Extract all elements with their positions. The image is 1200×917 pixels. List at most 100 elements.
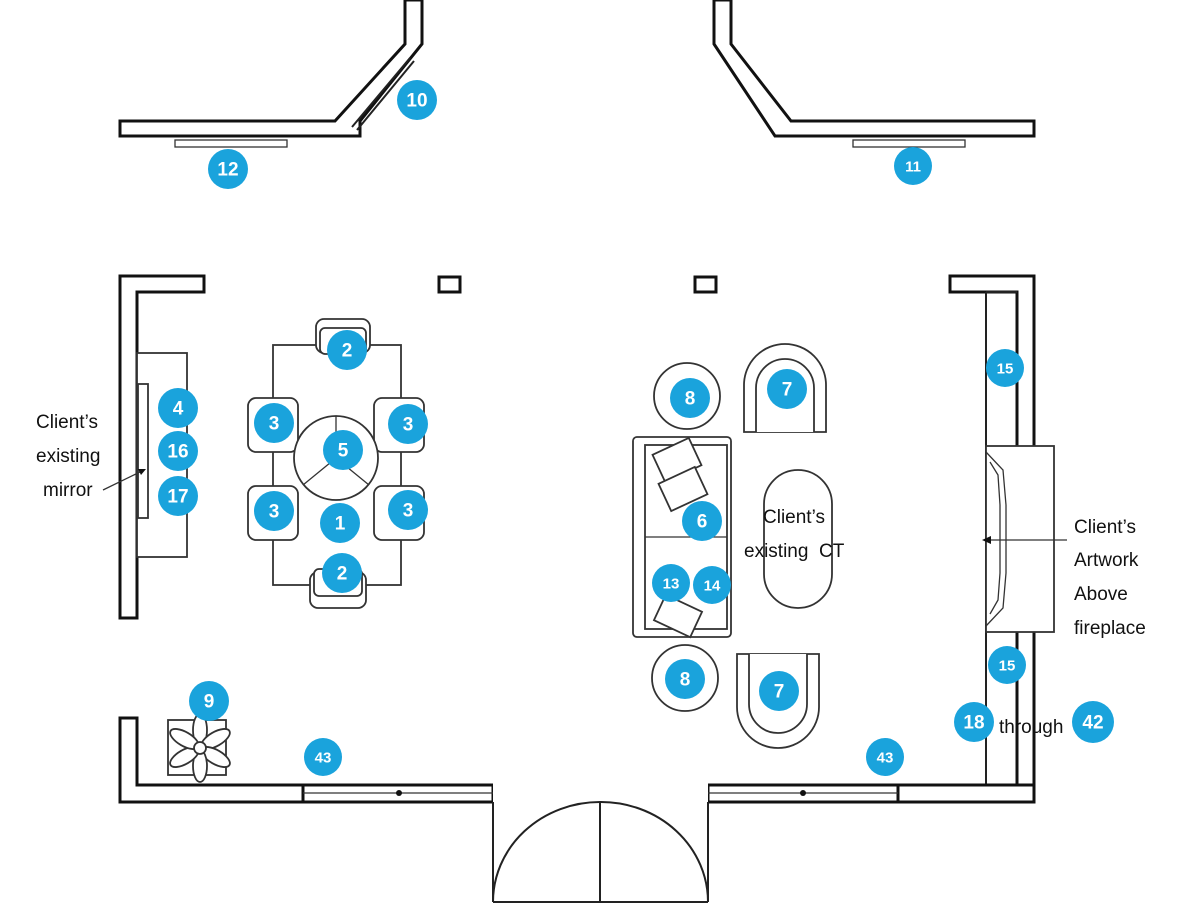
item-badge-circle — [693, 566, 731, 604]
item-badge-15a: 15 — [986, 349, 1024, 387]
item-badge-7a: 7 — [767, 369, 807, 409]
item-badge-3b: 3 — [388, 404, 428, 444]
item-badge-number: 42 — [1082, 713, 1103, 734]
mirror-note-line-3: mirror — [43, 480, 93, 501]
top-left-wall — [118, 0, 424, 148]
coffee-table-note-line-2: existing CT — [744, 541, 845, 562]
item-badge-circle — [208, 149, 248, 189]
item-badge-5: 5 — [323, 430, 363, 470]
item-badge-16: 16 — [158, 431, 198, 471]
fireplace — [985, 445, 1055, 633]
item-badge-circle — [322, 553, 362, 593]
item-badge-6: 6 — [682, 501, 722, 541]
item-badge-43a: 43 — [304, 738, 342, 776]
item-badge-number: 4 — [173, 399, 184, 420]
item-badge-number: 3 — [269, 502, 280, 523]
item-badge-circle — [158, 476, 198, 516]
item-badge-7b: 7 — [759, 671, 799, 711]
artwork-arrow — [982, 536, 1067, 544]
item-badge-number: 3 — [269, 414, 280, 435]
item-badge-4: 4 — [158, 388, 198, 428]
artwork-note: Client’s Artwork Above fireplace — [1074, 517, 1146, 639]
item-badge-circle — [254, 491, 294, 531]
item-badge-circle — [894, 147, 932, 185]
item-badge-14: 14 — [693, 566, 731, 604]
item-badge-circle — [1072, 701, 1114, 743]
item-badge-number: 1 — [335, 514, 346, 535]
item-badge-number: 5 — [338, 441, 349, 462]
item-badge-number: 13 — [663, 576, 680, 593]
item-badge-number: 15 — [997, 361, 1014, 378]
item-badge-circle — [189, 681, 229, 721]
item-badge-number: 6 — [697, 512, 708, 533]
item-badge-10: 10 — [397, 80, 437, 120]
item-badge-circle — [304, 738, 342, 776]
item-badge-circle — [254, 403, 294, 443]
mirror-note-line-2: existing — [36, 446, 100, 467]
item-badge-2b: 2 — [322, 553, 362, 593]
item-badge-circle — [320, 503, 360, 543]
item-badge-number: 9 — [204, 692, 215, 713]
item-badge-circle — [323, 430, 363, 470]
item-badge-number: 11 — [905, 159, 921, 176]
item-badge-3c: 3 — [254, 491, 294, 531]
top-right-wall — [712, 0, 1036, 148]
through-label: through — [999, 717, 1063, 738]
item-badge-3a: 3 — [254, 403, 294, 443]
item-badge-circle — [759, 671, 799, 711]
item-badge-18: 18 — [954, 702, 994, 742]
item-badge-circle — [652, 564, 690, 602]
item-badge-number: 15 — [999, 658, 1016, 675]
item-badge-number: 17 — [167, 487, 188, 508]
item-badge-9: 9 — [189, 681, 229, 721]
item-badge-number: 8 — [685, 389, 696, 410]
item-badge-circle — [767, 369, 807, 409]
item-badge-number: 18 — [963, 713, 984, 734]
item-badge-circle — [327, 330, 367, 370]
item-badge-circle — [954, 702, 994, 742]
item-badge-circle — [986, 349, 1024, 387]
item-badge-1: 1 — [320, 503, 360, 543]
item-badge-circle — [158, 388, 198, 428]
item-badge-number: 3 — [403, 501, 414, 522]
item-badge-number: 14 — [704, 578, 721, 595]
item-badge-circle — [866, 738, 904, 776]
item-badge-circle — [682, 501, 722, 541]
item-badge-13: 13 — [652, 564, 690, 602]
item-badge-circle — [388, 404, 428, 444]
item-badge-number: 43 — [315, 750, 332, 767]
item-badge-12: 12 — [208, 149, 248, 189]
item-badge-circle — [158, 431, 198, 471]
item-badge-number: 2 — [337, 564, 348, 585]
item-badge-8b: 8 — [665, 659, 705, 699]
item-badge-number: 16 — [167, 442, 188, 463]
mirror-note: Client’s existing mirror — [36, 412, 100, 501]
mirror-note-line-1: Client’s — [36, 412, 98, 433]
item-badge-circle — [388, 490, 428, 530]
plant — [167, 713, 231, 783]
item-badge-8a: 8 — [670, 378, 710, 418]
artwork-note-line-1: Client’s — [1074, 517, 1136, 538]
coffee-table-note: Client’s existing CT — [744, 507, 845, 562]
item-badge-2a: 2 — [327, 330, 367, 370]
artwork-note-line-3: Above — [1074, 584, 1128, 605]
item-badge-11: 11 — [894, 147, 932, 185]
item-badge-15b: 15 — [988, 646, 1026, 684]
item-badge-number: 7 — [774, 682, 785, 703]
item-badge-number: 43 — [877, 750, 894, 767]
item-badge-number: 8 — [680, 670, 691, 691]
item-badge-number: 10 — [406, 91, 427, 112]
item-badge-circle — [397, 80, 437, 120]
item-badge-number: 3 — [403, 415, 414, 436]
room-walls — [118, 274, 1036, 903]
item-badge-circle — [988, 646, 1026, 684]
item-badge-number: 2 — [342, 341, 353, 362]
item-badge-circle — [665, 659, 705, 699]
artwork-note-line-2: Artwork — [1074, 550, 1139, 571]
mirror-arrow — [102, 469, 146, 491]
artwork-note-line-4: fireplace — [1074, 618, 1146, 639]
item-badge-42: 42 — [1072, 701, 1114, 743]
